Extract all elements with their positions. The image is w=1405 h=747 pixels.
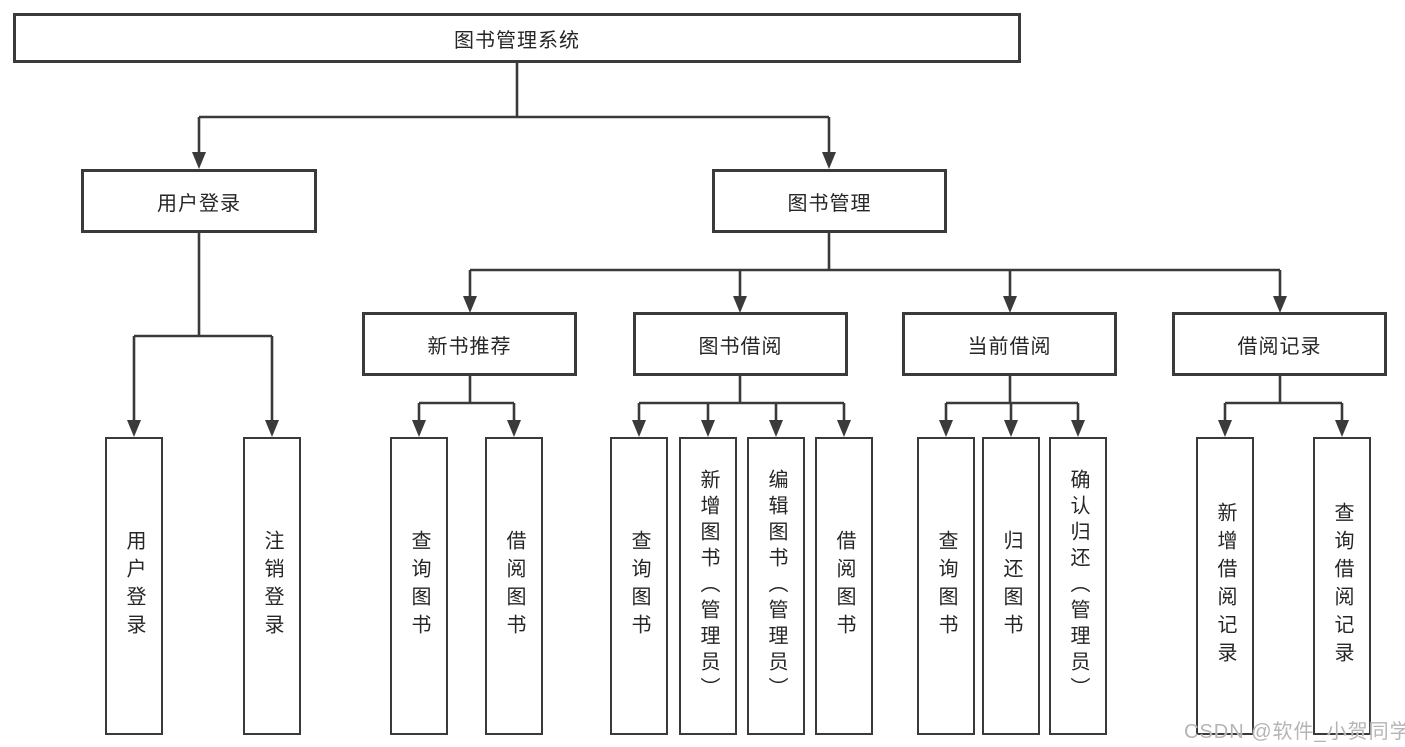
arrowhead — [822, 152, 836, 169]
arrowhead — [192, 152, 206, 169]
leaf-bb-edit-book-admin: 编辑图书（管理员） — [747, 437, 805, 735]
leaf-user-login: 用户登录 — [105, 437, 163, 735]
arrowhead — [463, 296, 477, 313]
leaf-label: 借阅图书 — [503, 530, 525, 642]
leaf-nbr-query-books: 查询图书 — [390, 437, 448, 735]
arrowhead — [1218, 420, 1232, 437]
leaf-cb-confirm-return-admin: 确认归还（管理员） — [1049, 437, 1107, 735]
leaf-br-query-record: 查询借阅记录 — [1313, 437, 1371, 735]
borrow-record-tee — [1225, 376, 1342, 405]
leaf-logout: 注销登录 — [243, 437, 301, 735]
arrowhead — [632, 420, 646, 437]
group-label: 当前借阅 — [967, 335, 1052, 358]
arrowhead — [1071, 420, 1085, 437]
leaf-bb-add-book-admin: 新增图书（管理员） — [679, 437, 737, 735]
level2-arrow-shafts — [197, 117, 831, 154]
leaf-cb-return-books: 归还图书 — [982, 437, 1040, 735]
node-book-mgmt-label: 图书管理 — [787, 192, 872, 215]
group-arrow-shafts — [468, 270, 1282, 297]
connector-trunks — [132, 63, 1344, 421]
csdn-watermark: CSDN @软件_小贺同学 — [1184, 721, 1405, 743]
node-book-borrow: 图书借阅 — [633, 312, 848, 376]
node-root-label: 图书管理系统 — [454, 29, 580, 52]
leaf-label: 确认归还（管理员） — [1067, 469, 1089, 703]
leaf-label: 查询图书 — [408, 530, 430, 642]
arrowhead — [837, 420, 851, 437]
leaf-bb-borrow-books: 借阅图书 — [815, 437, 873, 735]
arrowhead — [507, 420, 521, 437]
new-book-tee — [419, 376, 514, 405]
current-borrow-tee — [946, 376, 1078, 405]
leaf-bb-query-books: 查询图书 — [610, 437, 668, 735]
leaf-label: 查询图书 — [935, 530, 957, 642]
group-label: 图书借阅 — [698, 335, 783, 358]
borrow-record-leaf-shafts — [1223, 403, 1344, 421]
current-borrow-leaf-shafts — [944, 403, 1080, 421]
leaf-nbr-borrow-books: 借阅图书 — [485, 437, 543, 735]
leaf-label: 编辑图书（管理员） — [765, 469, 787, 703]
node-user-login-label: 用户登录 — [157, 192, 241, 215]
arrowhead — [769, 420, 783, 437]
arrowhead — [265, 420, 279, 437]
node-borrow-records: 借阅记录 — [1172, 312, 1387, 376]
book-borrow-leaf-shafts — [637, 403, 846, 421]
leaf-br-add-record: 新增借阅记录 — [1196, 437, 1254, 735]
leaf-label: 查询借阅记录 — [1331, 502, 1353, 670]
leaf-label: 新增借阅记录 — [1214, 502, 1236, 670]
node-book-mgmt: 图书管理 — [712, 169, 947, 233]
node-root: 图书管理系统 — [13, 13, 1021, 63]
arrowhead — [701, 420, 715, 437]
arrowhead — [1273, 296, 1287, 313]
group-label: 新书推荐 — [427, 335, 512, 358]
user-leaf-arrow-shafts — [132, 336, 274, 421]
arrowhead — [1335, 420, 1349, 437]
new-book-leaf-shafts — [417, 403, 516, 421]
node-new-book-recommend: 新书推荐 — [362, 312, 577, 376]
leaf-label: 注销登录 — [261, 530, 283, 642]
arrowheads — [127, 152, 1349, 437]
arrowhead — [412, 420, 426, 437]
leaf-label: 用户登录 — [123, 530, 145, 642]
leaf-label: 新增图书（管理员） — [697, 469, 719, 703]
book-borrow-tee — [639, 376, 844, 405]
arrowhead — [939, 420, 953, 437]
leaf-label: 借阅图书 — [833, 530, 855, 642]
node-current-borrow: 当前借阅 — [902, 312, 1117, 376]
leaf-label: 归还图书 — [1000, 530, 1022, 642]
group-label: 借阅记录 — [1237, 335, 1322, 358]
arrowhead — [1004, 420, 1018, 437]
arrowhead — [733, 296, 747, 313]
arrowhead — [1003, 296, 1017, 313]
arrowhead — [127, 420, 141, 437]
leaf-cb-query-books: 查询图书 — [917, 437, 975, 735]
node-user-login: 用户登录 — [81, 169, 317, 233]
leaf-label: 查询图书 — [628, 530, 650, 642]
